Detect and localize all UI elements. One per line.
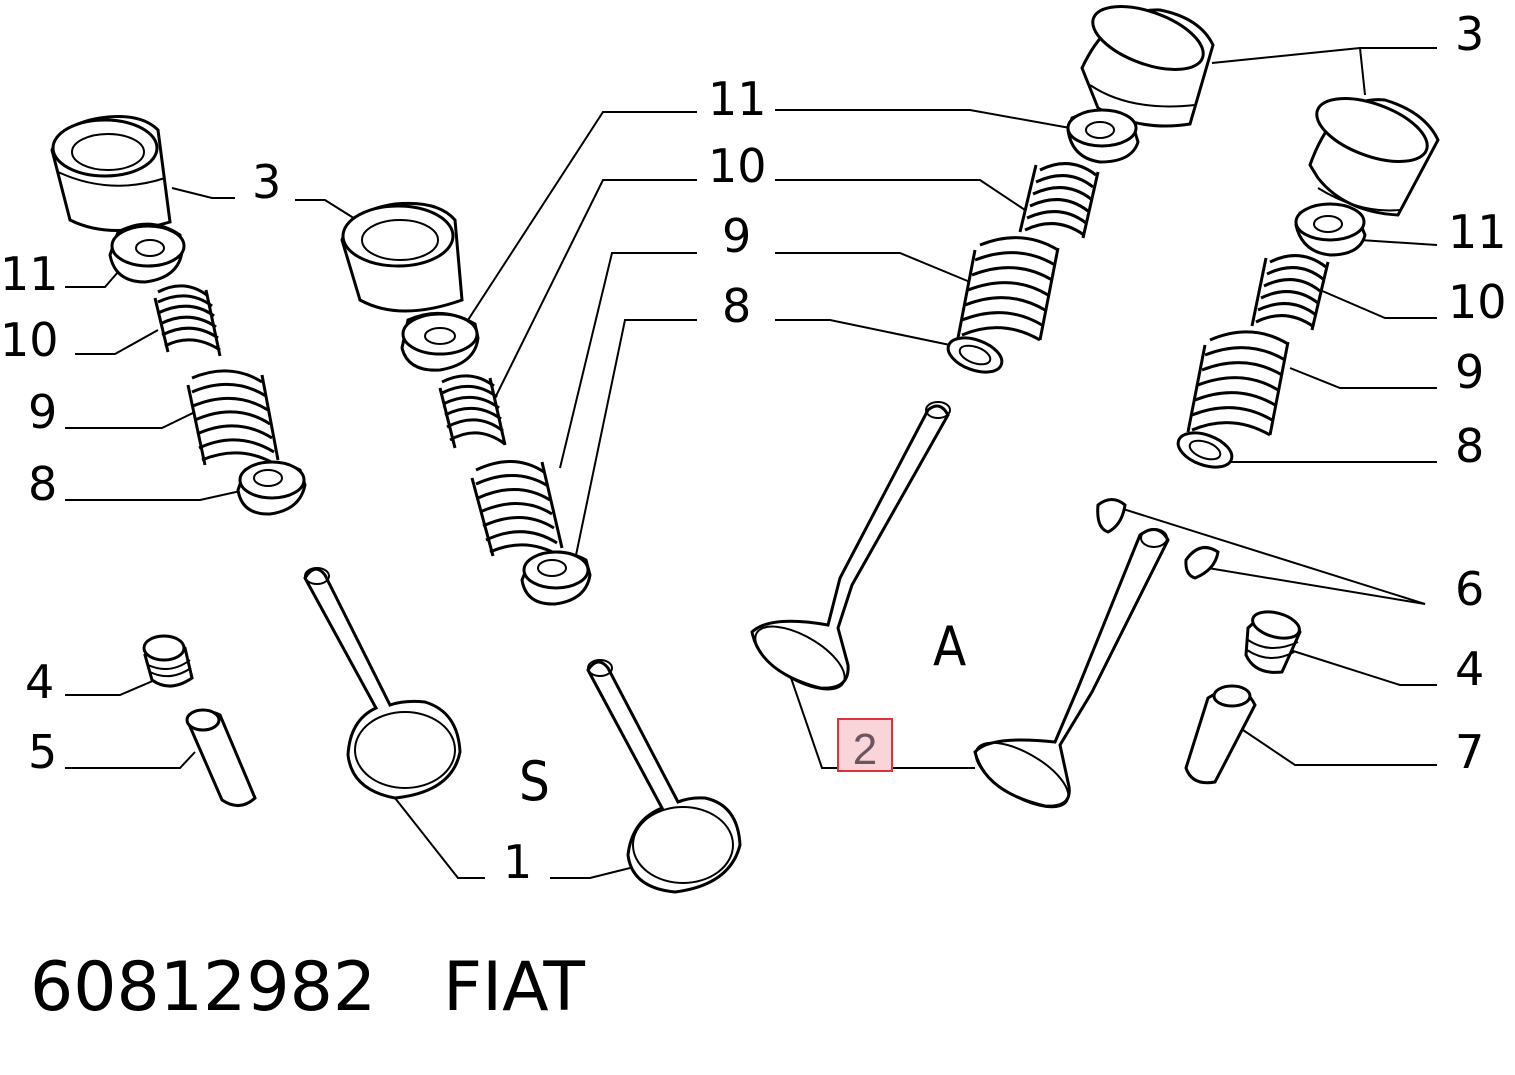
- leader-lines: [65, 47, 1438, 879]
- retainer-intake-2: [1294, 202, 1367, 257]
- callout-9-right: 9: [1455, 345, 1484, 399]
- part-number: 60812982: [30, 948, 376, 1027]
- callout-3-right: 3: [1455, 7, 1484, 61]
- callout-5-left: 5: [28, 725, 57, 779]
- inner-spring-left: [153, 284, 222, 357]
- highlighted-callout-2[interactable]: 2: [837, 718, 893, 774]
- callout-9-centre: 9: [722, 209, 751, 263]
- highlight-box: [837, 718, 893, 772]
- brand-name: FIAT: [443, 948, 585, 1027]
- seat-washer-intake-1: [946, 336, 1004, 374]
- callout-8-left: 8: [28, 457, 57, 511]
- outer-spring-centre: [470, 460, 564, 558]
- callout-labels: 3 11 10 9 8 4 5 1 11 10 9 8 3 11 10 9 8 …: [0, 7, 1507, 889]
- seal-right: [1244, 610, 1302, 674]
- seat-washer-intake-2: [1176, 431, 1234, 469]
- callout-1: 1: [503, 835, 532, 889]
- guide-left: [185, 708, 257, 807]
- tappet-intake-2: [1308, 97, 1440, 217]
- inner-spring-centre: [438, 374, 507, 449]
- tappet-intake-1: [1080, 5, 1215, 128]
- outer-spring-left: [186, 369, 280, 466]
- valve-intake-b: [973, 528, 1170, 809]
- retainer-intake-1: [1066, 108, 1140, 164]
- inner-spring-intake-1: [1018, 162, 1100, 239]
- callout-7: 7: [1455, 725, 1484, 779]
- outer-spring-intake-1: [956, 236, 1060, 342]
- callout-4-left: 4: [25, 655, 54, 709]
- callout-11-centre: 11: [708, 72, 767, 126]
- callout-4-right: 4: [1455, 642, 1484, 696]
- callout-2: 2: [853, 725, 877, 774]
- retainer-left: [108, 222, 186, 284]
- retainer-centre: [400, 311, 480, 372]
- zone-label-exhaust: S: [519, 750, 550, 813]
- valve-exhaust-2: [586, 659, 742, 894]
- tappet-centre: [340, 201, 464, 313]
- seal-left: [142, 634, 194, 688]
- inner-spring-intake-2: [1250, 254, 1330, 331]
- callout-10-right: 10: [1448, 275, 1507, 329]
- seat-washer-left: [236, 460, 307, 516]
- tappet-left: [50, 115, 172, 233]
- collets: [1096, 498, 1220, 580]
- callout-8-right: 8: [1455, 419, 1484, 473]
- zone-label-intake: A: [933, 615, 966, 678]
- guide-right: [1184, 684, 1257, 785]
- callout-9-left: 9: [28, 385, 57, 439]
- callout-8-centre: 8: [722, 279, 751, 333]
- callout-11-right: 11: [1448, 205, 1507, 259]
- callout-3-left: 3: [252, 155, 281, 209]
- valve-intake-a: [750, 401, 951, 691]
- outer-spring-intake-2: [1186, 330, 1290, 437]
- callout-6: 6: [1455, 562, 1484, 616]
- callout-11-left: 11: [0, 247, 59, 301]
- callout-10-centre: 10: [708, 139, 767, 193]
- seat-washer-centre: [520, 550, 592, 606]
- callout-10-left: 10: [0, 313, 59, 367]
- valve-exhaust-1: [303, 567, 462, 800]
